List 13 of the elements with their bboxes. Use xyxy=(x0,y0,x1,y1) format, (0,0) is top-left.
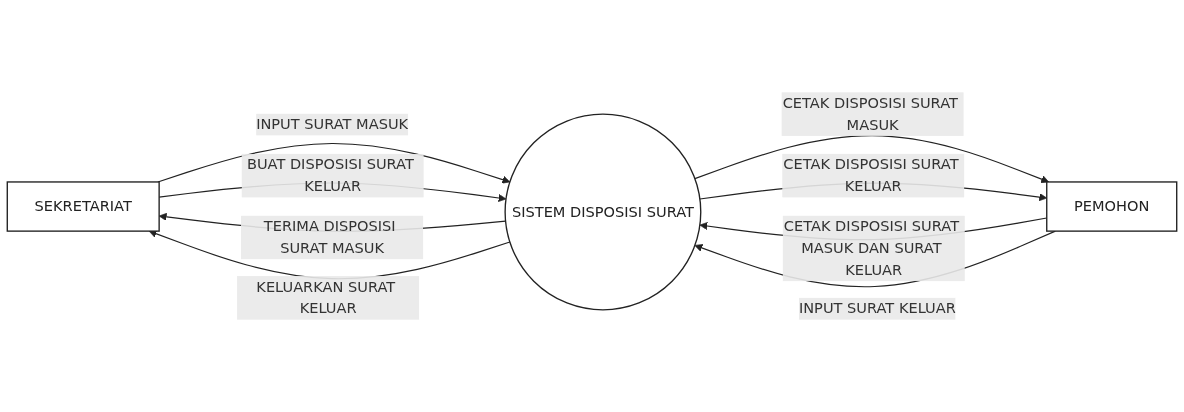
edge-label: INPUT SURAT KELUAR xyxy=(798,299,956,317)
edge-label: TERIMA DISPOSISI SURAT MASUK xyxy=(263,217,396,257)
arrow xyxy=(157,142,511,184)
edge-label: BUAT DISPOSISI SURAT KELUAR xyxy=(246,155,414,195)
edge-label: KELUARKAN SURAT KELUAR xyxy=(256,277,396,318)
edge-label: CETAK DISPOSISI SURAT MASUK xyxy=(782,94,958,134)
edge-label: INPUT SURAT MASUK xyxy=(256,115,409,133)
edge-label: CETAK DISPOSISI SURAT KELUAR xyxy=(783,155,959,195)
node-circle: SISTEM DISPOSISI SURAT xyxy=(504,113,702,311)
node-box: PEMOHON xyxy=(1046,181,1178,232)
node-box: SEKRETARIAT xyxy=(6,181,160,232)
edge-label: CETAK DISPOSISI SURAT MASUK DAN SURAT KELUAR xyxy=(783,217,960,279)
arrow xyxy=(694,135,1050,184)
